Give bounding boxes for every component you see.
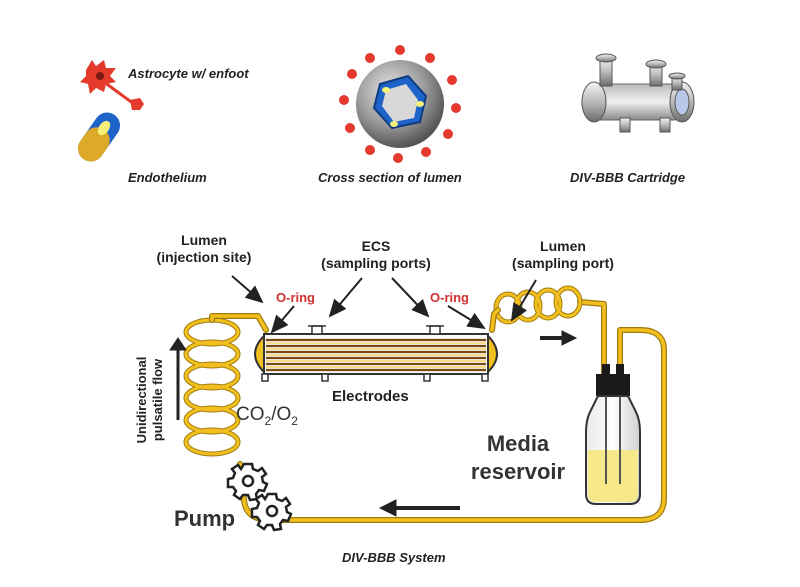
label-gas-sub1: 2 (264, 413, 272, 428)
label-gas-sep: /O (271, 404, 292, 425)
label-lumen-injection-line2: (injection site) (156, 249, 252, 265)
system-cartridge (254, 325, 498, 382)
label-oring-right: O-ring (430, 290, 469, 305)
label-media-line1: Media (486, 431, 550, 456)
label-ecs: ECS (sampling ports) (308, 238, 444, 272)
label-system-title: DIV-BBB System (342, 550, 446, 565)
label-media-line2: reservoir (470, 459, 566, 484)
label-oring-left: O-ring (276, 290, 315, 305)
label-cartridge: DIV-BBB Cartridge (570, 170, 686, 185)
label-flow-line2: pulsatile flow (150, 358, 165, 442)
label-ecs-line2: (sampling ports) (321, 255, 431, 271)
label-lumen-sampling: Lumen (sampling port) (498, 238, 628, 272)
label-lumen-sampling-line1: Lumen (540, 238, 586, 254)
label-astrocyte: Astrocyte w/ enfoot (128, 66, 249, 81)
label-cross-section: Cross section of lumen (318, 170, 462, 185)
label-ecs-line1: ECS (361, 238, 391, 254)
endothelium-icon (77, 112, 121, 162)
label-lumen-injection: Lumen (injection site) (148, 232, 260, 266)
pointer-arrows (231, 275, 537, 334)
label-electrodes: Electrodes (332, 388, 409, 405)
label-flow-direction: Unidirectional pulsatile flow (134, 340, 166, 460)
label-gas-sub2: 2 (291, 413, 298, 428)
astrocyte-icon (80, 60, 144, 110)
label-lumen-injection-line1: Lumen (181, 232, 227, 248)
media-reservoir-bottle (585, 364, 641, 505)
label-lumen-sampling-line2: (sampling port) (512, 255, 614, 271)
label-pump: Pump (174, 506, 236, 531)
label-gas-co: CO (236, 404, 265, 425)
label-endothelium: Endothelium (128, 170, 207, 185)
div-bbb-cartridge-icon (581, 53, 695, 133)
label-media-reservoir: Media reservoir (458, 430, 578, 486)
label-flow-line1: Unidirectional (134, 356, 149, 444)
pump-gears (226, 462, 293, 532)
label-gas: CO2/O2 (236, 404, 298, 428)
flow-arrows (169, 330, 578, 517)
lumen-cross-section-icon (339, 45, 461, 163)
